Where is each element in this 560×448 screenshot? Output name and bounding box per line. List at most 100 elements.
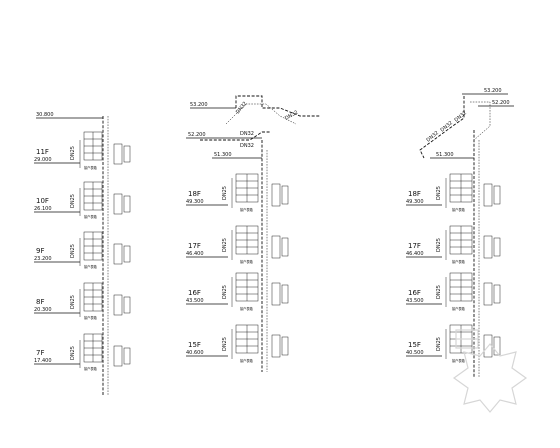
meter-detail xyxy=(493,237,501,257)
branch-pipe-label: DN25 xyxy=(436,285,442,299)
floor-block-15f: 15F 40.500 DN25 接户表箱 xyxy=(406,324,501,363)
branch-pipe-label: DN25 xyxy=(222,337,228,351)
meter-box-label: 接户表箱 xyxy=(452,207,466,212)
meter-detail xyxy=(281,336,289,356)
roof-elevation-3: 51.300 xyxy=(436,152,454,158)
roof-pipe-label-4: DN32 xyxy=(240,143,254,149)
floor-block-11f: 11F 29.000 DN25 接户表箱 xyxy=(34,131,131,170)
branch-pipe-label: DN25 xyxy=(70,244,76,258)
valve-box xyxy=(271,282,281,306)
meter-box-label: 接户表箱 xyxy=(452,259,466,264)
floor-elevation: 46.400 xyxy=(406,251,424,257)
meter-detail xyxy=(493,185,501,205)
roof-elevation-2: 52.200 xyxy=(188,132,206,138)
roof-elevation-1: 53.200 xyxy=(190,102,208,108)
floor-elevation: 29.000 xyxy=(34,157,52,163)
branch-pipe-label: DN25 xyxy=(70,295,76,309)
floor-elevation: 20.300 xyxy=(34,307,52,313)
valve-box xyxy=(483,282,493,306)
floor-block-17f: 17F 46.400 DN25 接户表箱 xyxy=(406,225,501,264)
meter-box-label: 接户表箱 xyxy=(452,358,466,363)
floor-elevation: 40.600 xyxy=(186,350,204,356)
meter-detail xyxy=(123,195,131,213)
roof-piping-2: 53.200 DN32 DN32 52.200 DN32 DN32 51.300 xyxy=(186,95,320,159)
meter-detail xyxy=(123,245,131,263)
roof-pipe-label-2: DN32 xyxy=(284,110,299,122)
floor-block-15f: 15F 40.600 DN25 接户表箱 xyxy=(186,324,289,363)
valve-box xyxy=(271,334,281,358)
meter-detail xyxy=(123,296,131,314)
valve-box xyxy=(113,294,123,316)
riser-column-3: 53.200 52.200 DN32 DN32 DN32 51.300 18F … xyxy=(406,88,514,378)
top-elevation-label: 30.800 xyxy=(36,112,54,118)
branch-pipe-label: DN25 xyxy=(222,238,228,252)
floor-label: 15F xyxy=(408,341,421,349)
branch-pipe-label: DN25 xyxy=(436,186,442,200)
branch-pipe-label: DN25 xyxy=(436,337,442,351)
meter-box-label: 接户表箱 xyxy=(240,259,254,264)
floor-label: 7F xyxy=(36,349,44,357)
floor-elevation: 49.300 xyxy=(186,199,204,205)
branch-pipe-label: DN25 xyxy=(222,285,228,299)
valve-box xyxy=(483,183,493,207)
floor-elevation: 26.100 xyxy=(34,206,52,212)
riser-column-2: 53.200 DN32 DN32 52.200 DN32 DN32 51.300… xyxy=(186,95,320,372)
puzzle-star-watermark-icon xyxy=(452,329,528,413)
meter-detail xyxy=(281,284,289,304)
roof-pipe-label-3: DN32 xyxy=(453,110,468,124)
floor-block-10f: 10F 26.100 DN25 接户表箱 xyxy=(34,181,131,219)
valve-box xyxy=(113,243,123,265)
floor-elevation: 43.500 xyxy=(186,298,204,304)
floor-label: 10F xyxy=(36,197,49,205)
floor-label: 17F xyxy=(408,242,421,250)
valve-box xyxy=(271,235,281,259)
floor-block-18f: 18F 49.300 DN25 接户表箱 xyxy=(406,173,501,212)
floor-block-7f: 7F 17.400 DN25 接户表箱 xyxy=(34,333,131,371)
roof-elevation-1: 53.200 xyxy=(484,88,502,94)
meter-detail xyxy=(281,237,289,257)
valve-box xyxy=(483,235,493,259)
branch-pipe-label: DN25 xyxy=(70,346,76,360)
floor-elevation: 49.300 xyxy=(406,199,424,205)
roof-pipe-run xyxy=(235,95,320,117)
roof-pipe-label-1: DN32 xyxy=(425,130,440,144)
floor-block-17f: 17F 46.400 DN25 接户表箱 xyxy=(186,225,289,264)
floor-elevation: 17.400 xyxy=(34,358,52,364)
floor-block-8f: 8F 20.300 DN25 接户表箱 xyxy=(34,282,131,320)
branch-pipe-label: DN25 xyxy=(222,186,228,200)
valve-box xyxy=(271,183,281,207)
floor-label: 16F xyxy=(408,289,421,297)
floor-label: 17F xyxy=(188,242,201,250)
meter-box-label: 接户表箱 xyxy=(84,214,98,219)
roof-elevation-3: 51.300 xyxy=(214,152,232,158)
meter-detail xyxy=(281,185,289,205)
floor-label: 9F xyxy=(36,247,44,255)
meter-detail xyxy=(493,284,501,304)
branch-pipe-label: DN25 xyxy=(436,238,442,252)
floor-elevation: 43.500 xyxy=(406,298,424,304)
meter-detail xyxy=(123,145,131,163)
valve-box xyxy=(113,193,123,215)
roof-pipe-run-2 xyxy=(470,101,491,141)
roof-piping-3: 53.200 52.200 DN32 DN32 DN32 51.300 xyxy=(419,88,514,159)
floor-elevation: 23.200 xyxy=(34,256,52,262)
meter-box-label: 接户表箱 xyxy=(84,165,98,170)
branch-pipe-label: DN25 xyxy=(70,146,76,160)
meter-box-label: 接户表箱 xyxy=(240,306,254,311)
meter-box-label: 接户表箱 xyxy=(84,264,98,269)
valve-box xyxy=(113,345,123,367)
floor-label: 11F xyxy=(36,148,49,156)
floor-elevation: 46.400 xyxy=(186,251,204,257)
meter-box-label: 接户表箱 xyxy=(452,306,466,311)
meter-box-label: 接户表箱 xyxy=(84,366,98,371)
floor-label: 8F xyxy=(36,298,44,306)
floor-block-16f: 16F 43.500 DN25 接户表箱 xyxy=(186,272,289,311)
roof-elevation-2: 52.200 xyxy=(492,100,510,106)
roof-pipe-run xyxy=(419,96,465,159)
roof-branch-pipe xyxy=(200,131,270,141)
floor-block-16f: 16F 43.500 DN25 接户表箱 xyxy=(406,272,501,311)
floor-label: 16F xyxy=(188,289,201,297)
floor-label: 15F xyxy=(188,341,201,349)
riser-column-1: 30.800 11F 29.000 DN25 接户表箱 10F 26.100 D… xyxy=(34,112,131,396)
